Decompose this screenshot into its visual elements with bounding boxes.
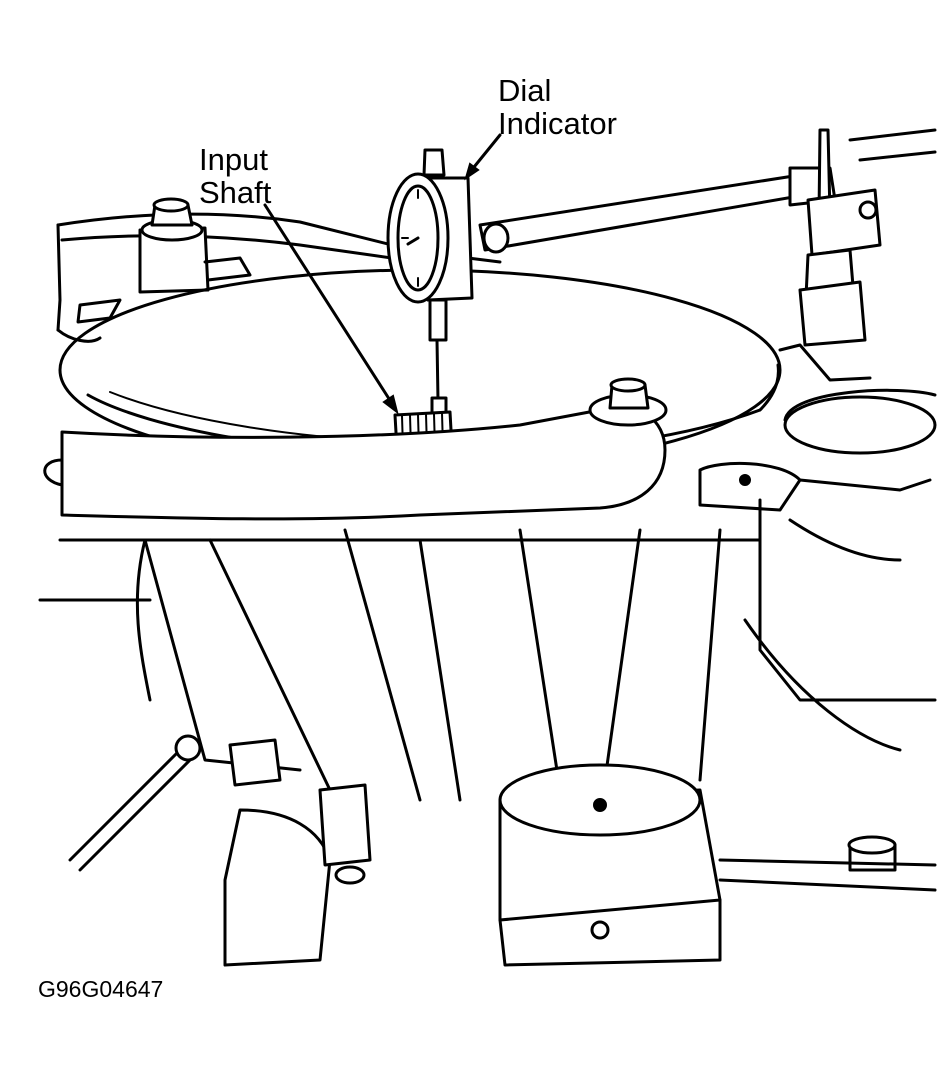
dial-indicator-label-line2: Indicator (498, 106, 617, 141)
input-shaft-leader (263, 203, 395, 407)
input-shaft-label: Input Shaft (199, 143, 271, 209)
dial-indicator-leader (468, 133, 502, 174)
input-shaft-label-line1: Input (199, 142, 268, 177)
case-right (698, 343, 937, 752)
indicator-arm (478, 128, 937, 347)
leader-lines (263, 133, 502, 415)
dial-indicator (386, 148, 474, 420)
bolt-boss-left (138, 197, 252, 294)
input-shaft-label-line2: Shaft (199, 175, 272, 210)
dial-indicator-label: Dial Indicator (498, 74, 617, 140)
housing-cone (38, 528, 762, 802)
fixture-bar (43, 377, 668, 521)
figure-id: G96G04647 (38, 976, 164, 1002)
mount-block (498, 763, 722, 967)
case-left-lower (68, 734, 372, 967)
dial-indicator-label-line1: Dial (498, 73, 552, 108)
bolt-lower-right (718, 835, 937, 892)
